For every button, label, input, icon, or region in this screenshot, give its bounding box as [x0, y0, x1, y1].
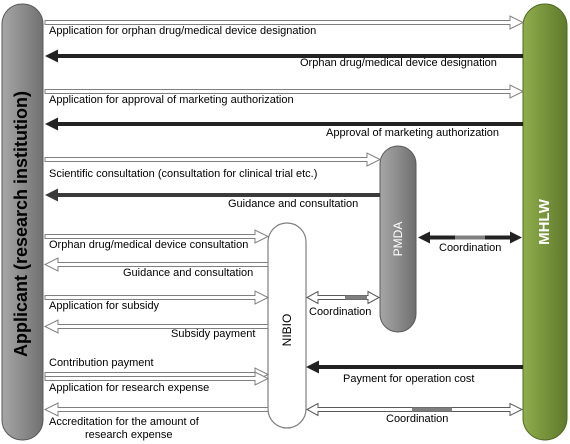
arrow-orphan-designation	[45, 49, 523, 63]
pmda-node	[379, 145, 417, 333]
label-accreditation-line2: research expense	[85, 429, 173, 441]
arrow-orphan-application	[44, 15, 525, 30]
label-contribution-payment: Contribution payment	[49, 357, 154, 369]
mhlw-node	[522, 3, 568, 441]
label-operation-cost: Payment for operation cost	[343, 373, 475, 385]
arrow-marketing-approval	[45, 117, 523, 131]
label-marketing-application: Application for approval of marketing au…	[49, 94, 294, 106]
label-orphan-application: Application for orphan drug/medical devi…	[49, 25, 317, 37]
label-pmda-coordination: Coordination	[439, 242, 502, 254]
label-scientific-consultation: Scientific consultation (consultation fo…	[49, 168, 318, 180]
label-marketing-approval: Approval of marketing authorization	[326, 127, 500, 139]
label-orphan-designation: Orphan drug/medical device designation	[300, 57, 497, 69]
label-orphan-consultation: Orphan drug/medical device consultation	[49, 239, 249, 251]
arrow-marketing-application	[44, 84, 525, 99]
pmda-label: PMDA	[391, 221, 405, 257]
label-subsidy-application: Application for subsidy	[49, 300, 160, 312]
label-nibio-mhlw-coordination: Coordination	[386, 413, 449, 425]
applicant-label: Applicant (research institution)	[11, 90, 31, 358]
arrow-pmda-guidance	[45, 188, 380, 202]
arrow-operation-cost	[306, 360, 523, 374]
arrow-orphan-consultation	[44, 229, 270, 244]
arrow-application-research-expense	[44, 371, 270, 386]
coord-nibio-pmda	[305, 290, 381, 305]
applicant-node	[1, 3, 44, 441]
label-pmda-guidance: Guidance and consultation	[228, 198, 359, 210]
arrow-accreditation	[43, 402, 269, 417]
label-research-expense-application: Application for research expense	[49, 382, 210, 394]
arrow-nibio-guidance	[43, 257, 269, 272]
nibio-label: NIBIO	[280, 313, 294, 347]
coord-nibio-mhlw	[305, 402, 524, 417]
arrow-subsidy-application	[44, 290, 270, 305]
coord-pmda-mhlw	[418, 231, 522, 244]
label-nibio-guidance: Guidance and consultation	[123, 267, 254, 279]
label-subsidy-payment: Subsidy payment	[171, 328, 256, 340]
arrow-scientific-consultation	[44, 152, 382, 167]
label-nibio-pmda-coordination: Coordination	[309, 306, 372, 318]
mhlw-label: MHLW	[536, 199, 553, 245]
arrow-subsidy-payment	[43, 319, 269, 334]
label-accreditation-line1: Accreditation for the amount of	[49, 416, 199, 428]
